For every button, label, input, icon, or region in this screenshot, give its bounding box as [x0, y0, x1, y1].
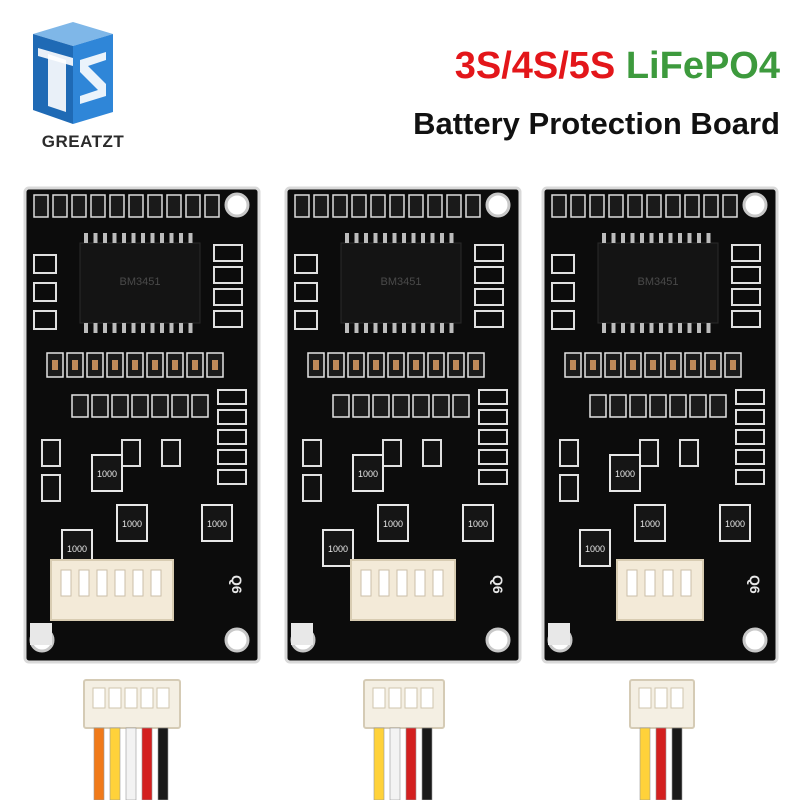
svg-text:1000: 1000	[615, 469, 635, 479]
headline-cell-range: 3S/4S/5S	[454, 45, 616, 87]
svg-text:1000: 1000	[585, 544, 605, 554]
brand-name: GREATZT	[41, 132, 125, 151]
tz-cube-logo-icon	[33, 22, 113, 124]
svg-text:1000: 1000	[725, 519, 745, 529]
svg-text:1000: 1000	[468, 519, 488, 529]
svg-text:Q6: Q6	[229, 575, 245, 594]
ic-chip	[597, 242, 719, 324]
svg-text:1000: 1000	[383, 519, 403, 529]
svg-text:1000: 1000	[640, 519, 660, 529]
svg-text:1000: 1000	[328, 544, 348, 554]
cable-3s	[82, 670, 182, 800]
svg-text:BM3451: BM3451	[638, 276, 679, 288]
svg-text:BM3451: BM3451	[381, 276, 422, 288]
svg-text:1000: 1000	[67, 544, 87, 554]
cable-4s	[362, 670, 446, 800]
cable-5s	[628, 670, 696, 800]
svg-text:1000: 1000	[358, 469, 378, 479]
headline-chemistry: LiFePO4	[625, 45, 780, 87]
svg-text:BM3451: BM3451	[120, 276, 161, 288]
wire-cable-illustration	[363, 679, 445, 800]
wire-cable-illustration	[629, 679, 695, 800]
headline-line-2: Battery Protection Board	[413, 106, 780, 141]
svg-text:Q6: Q6	[490, 575, 506, 594]
ic-chip	[79, 242, 201, 324]
svg-text:1000: 1000	[97, 469, 117, 479]
ic-chip	[340, 242, 462, 324]
svg-text:1000: 1000	[122, 519, 142, 529]
svg-text:1000: 1000	[207, 519, 227, 529]
wire-cable-illustration	[83, 679, 181, 800]
svg-text:Q6: Q6	[747, 575, 763, 594]
brand-logo: GREATZT	[28, 14, 138, 154]
headline-line-1: 3S/4S/5S LiFePO4	[300, 44, 780, 88]
